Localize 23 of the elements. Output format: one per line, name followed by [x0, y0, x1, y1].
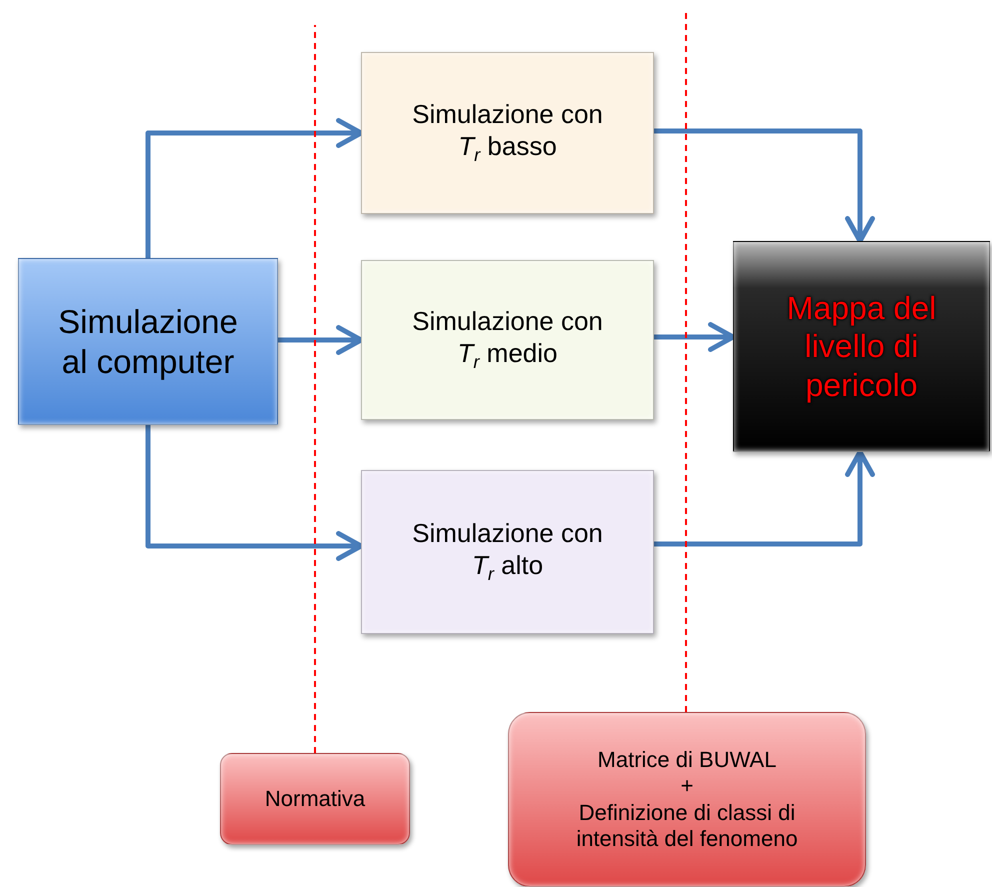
- arrow: [278, 325, 364, 355]
- box-label: Matrice di BUWAL: [598, 746, 776, 774]
- dashed-line: [314, 25, 316, 753]
- box-label: Simulazione con T$_{r}$ alto: [411, 518, 604, 586]
- process-box: [361, 470, 654, 634]
- process-box: [361, 52, 654, 214]
- box-label: Simulazione con T$_{r}$ basso: [411, 99, 604, 167]
- box-label: Normativa: [264, 786, 366, 812]
- arrow: [654, 450, 875, 546]
- arrow: [146, 425, 364, 561]
- process-box: [18, 258, 278, 425]
- box-label: +: [680, 773, 694, 800]
- process-box: [733, 241, 990, 452]
- note-box: [508, 712, 866, 887]
- box-label: Simulazione con T$_{r}$ medio: [411, 306, 604, 374]
- arrow: [146, 118, 364, 258]
- box-label: Definizione di classi di intensità del fenomeno: [575, 800, 799, 852]
- box-label: Simulazione al computer: [57, 302, 239, 382]
- note-box: [220, 753, 410, 845]
- box-label: Mappa del livello di pericolo: [786, 288, 938, 404]
- arrow: [654, 128, 875, 244]
- arrow: [654, 322, 736, 352]
- process-box: [361, 260, 654, 420]
